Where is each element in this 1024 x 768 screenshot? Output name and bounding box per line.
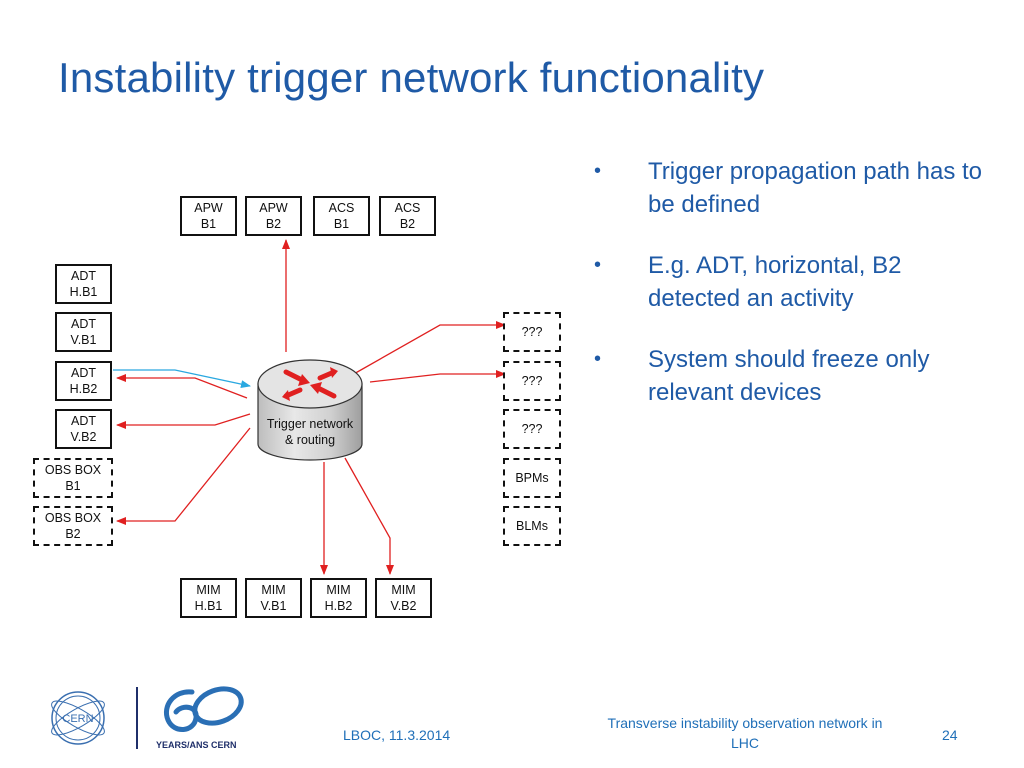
bullet-item: • Trigger propagation path has to be defi… [594,155,994,221]
bullet-list: • Trigger propagation path has to be defi… [594,155,994,437]
bullet-text: Trigger propagation path has to be defin… [648,158,982,218]
arrow-to-unknown-2 [369,370,506,383]
bpms-box: BPMs [503,458,561,498]
mim-h-b1-box: MIM H.B1 [180,578,237,618]
adt-h-b2-box: ADT H.B2 [55,361,112,401]
arrow-to-mim-v-b2 [344,457,394,575]
footer-divider [136,687,138,749]
unknown-device-box: ??? [503,409,561,449]
arrow-to-adt-v-b2 [116,413,251,429]
arrow-to-obs-box-b2 [116,427,251,525]
mim-h-b2-box: MIM H.B2 [310,578,367,618]
arrow-to-unknown-1 [351,321,506,376]
mim-v-b2-box: MIM V.B2 [375,578,432,618]
input-arrow-from-adt-h-b2 [113,369,251,389]
acs-b1-box: ACS B1 [313,196,370,236]
bullet-text: E.g. ADT, horizontal, B2 detected an act… [648,252,902,312]
unknown-device-box: ??? [503,312,561,352]
bullet-item: • System should freeze only relevant devi… [594,343,994,409]
router-icon [257,359,363,461]
footer-date: LBOC, 11.3.2014 [343,727,451,743]
mim-v-b1-box: MIM V.B1 [245,578,302,618]
cern-60-years-text: YEARS/ANS CERN [156,740,237,750]
slide-title: Instability trigger network functionalit… [58,54,765,101]
adt-v-b2-box: ADT V.B2 [55,409,112,449]
unknown-device-box: ??? [503,361,561,401]
router-label: Trigger network & routing [266,417,354,447]
bullet-item: • E.g. ADT, horizontal, B2 detected an ac… [594,249,994,315]
obs-box-b2-box: OBS BOX B2 [33,506,113,546]
arrow-to-adt-h-b2 [116,374,248,399]
adt-h-b1-box: ADT H.B1 [55,264,112,304]
blms-box: BLMs [503,506,561,546]
bullet-text: System should freeze only relevant devic… [648,346,930,406]
footer-presentation-title: Transverse instability observation netwo… [607,715,883,751]
obs-box-b1-box: OBS BOX B1 [33,458,113,498]
bullet-dot: • [594,254,602,276]
apw-b2-box: APW B2 [245,196,302,236]
page-number: 24 [942,727,958,743]
apw-b1-box: APW B1 [180,196,237,236]
bullet-dot: • [594,160,602,182]
cern-logo-text: CERN [62,713,93,725]
cern-logo-icon: CERN [51,691,105,745]
adt-v-b1-box: ADT V.B1 [55,312,112,352]
cern-60-years-logo-icon: YEARS/ANS CERN [156,686,244,750]
acs-b2-box: ACS B2 [379,196,436,236]
bullet-dot: • [594,348,602,370]
